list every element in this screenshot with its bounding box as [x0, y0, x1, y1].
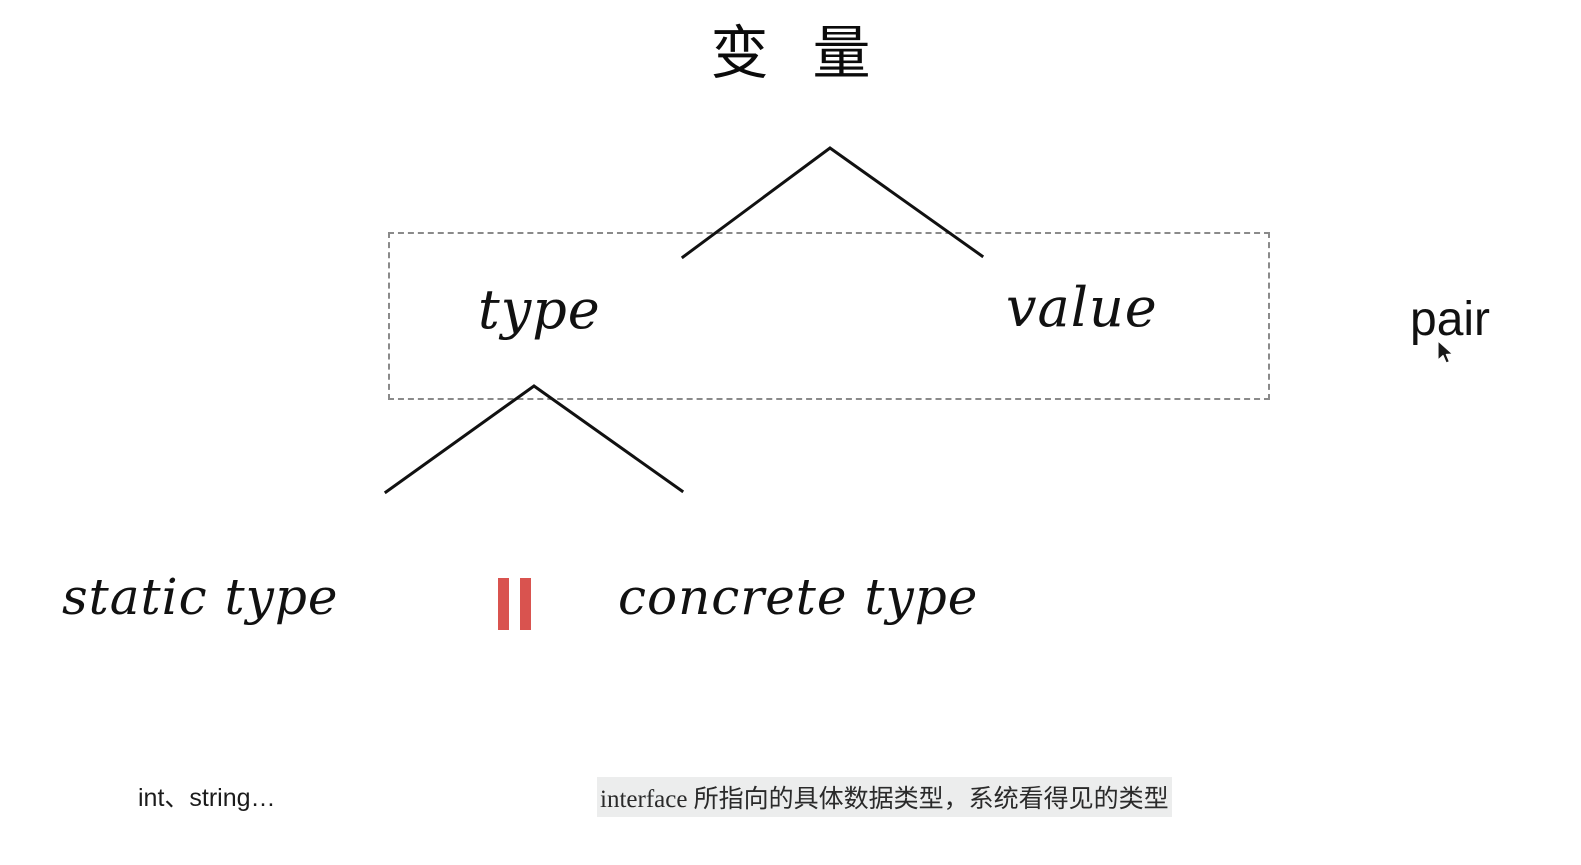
node-concrete-type-label: concrete type [618, 568, 979, 626]
not-equal-double-bar-icon [497, 578, 537, 630]
mouse-pointer-icon [1437, 340, 1454, 364]
double-bar-left [498, 578, 509, 630]
double-bar-right [520, 578, 531, 630]
node-static-type-label: static type [62, 568, 339, 626]
caption-static-type: int、string… [138, 784, 276, 812]
node-type-label: type [478, 278, 601, 341]
page-title: 变 量 [710, 21, 885, 86]
connector-type-fork [383, 384, 685, 495]
pair-annotation-label: pair [1410, 293, 1491, 346]
caption-concrete-type: interface 所指向的具体数据类型，系统看得见的类型 [597, 777, 1172, 817]
node-value-label: value [1006, 276, 1158, 339]
